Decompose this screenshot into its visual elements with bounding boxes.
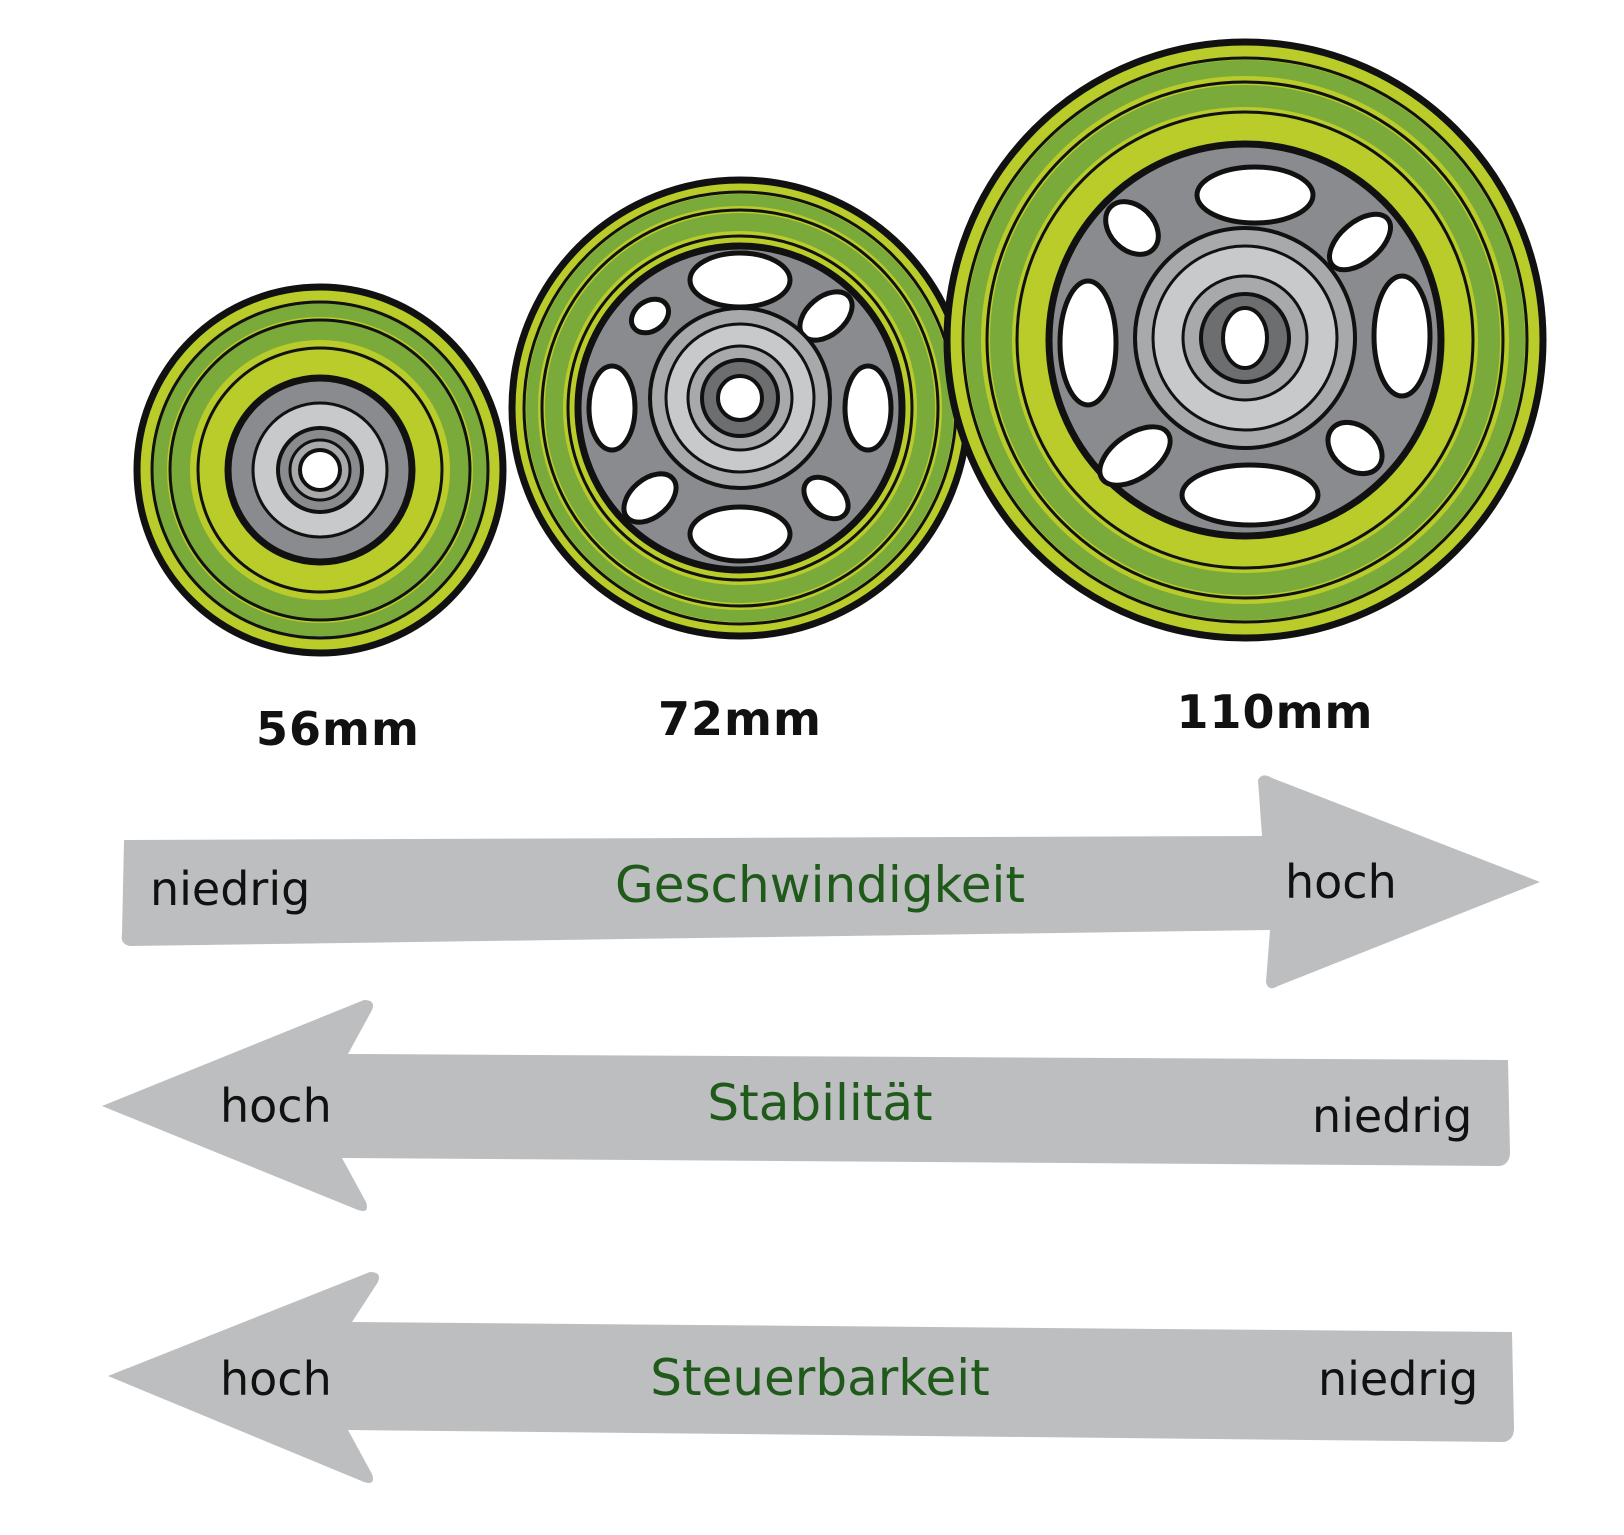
scale-arrow-stabilitaet: hoch Stabilität niedrig: [102, 1000, 1510, 1211]
wheel-110mm: [943, 38, 1547, 642]
arrow-right-shape: [121, 775, 1541, 989]
scale-right-label: hoch: [1285, 855, 1397, 909]
scale-title: Steuerbarkeit: [650, 1349, 989, 1407]
scale-left-label: hoch: [220, 1352, 332, 1406]
scale-arrow-steuerbarkeit: hoch Steuerbarkeit niedrig: [108, 1272, 1514, 1483]
scale-left-label: hoch: [220, 1079, 332, 1133]
scale-left-label: niedrig: [150, 862, 310, 916]
scale-title: Stabilität: [707, 1074, 932, 1132]
wheel-size-label-72: 72mm: [658, 692, 822, 746]
scale-right-label: niedrig: [1318, 1352, 1478, 1406]
arrow-left-shape: [102, 1000, 1510, 1211]
scale-right-label: niedrig: [1312, 1089, 1472, 1143]
arrow-left-shape: [108, 1272, 1514, 1483]
wheel-size-label-110: 110mm: [1177, 685, 1374, 739]
wheel-56mm: [133, 283, 507, 657]
scale-title: Geschwindigkeit: [615, 856, 1025, 914]
wheel-72mm: [508, 176, 972, 640]
wheel-size-label-56: 56mm: [256, 702, 420, 756]
scale-arrow-geschwindigkeit: niedrig Geschwindigkeit hoch: [121, 775, 1541, 989]
